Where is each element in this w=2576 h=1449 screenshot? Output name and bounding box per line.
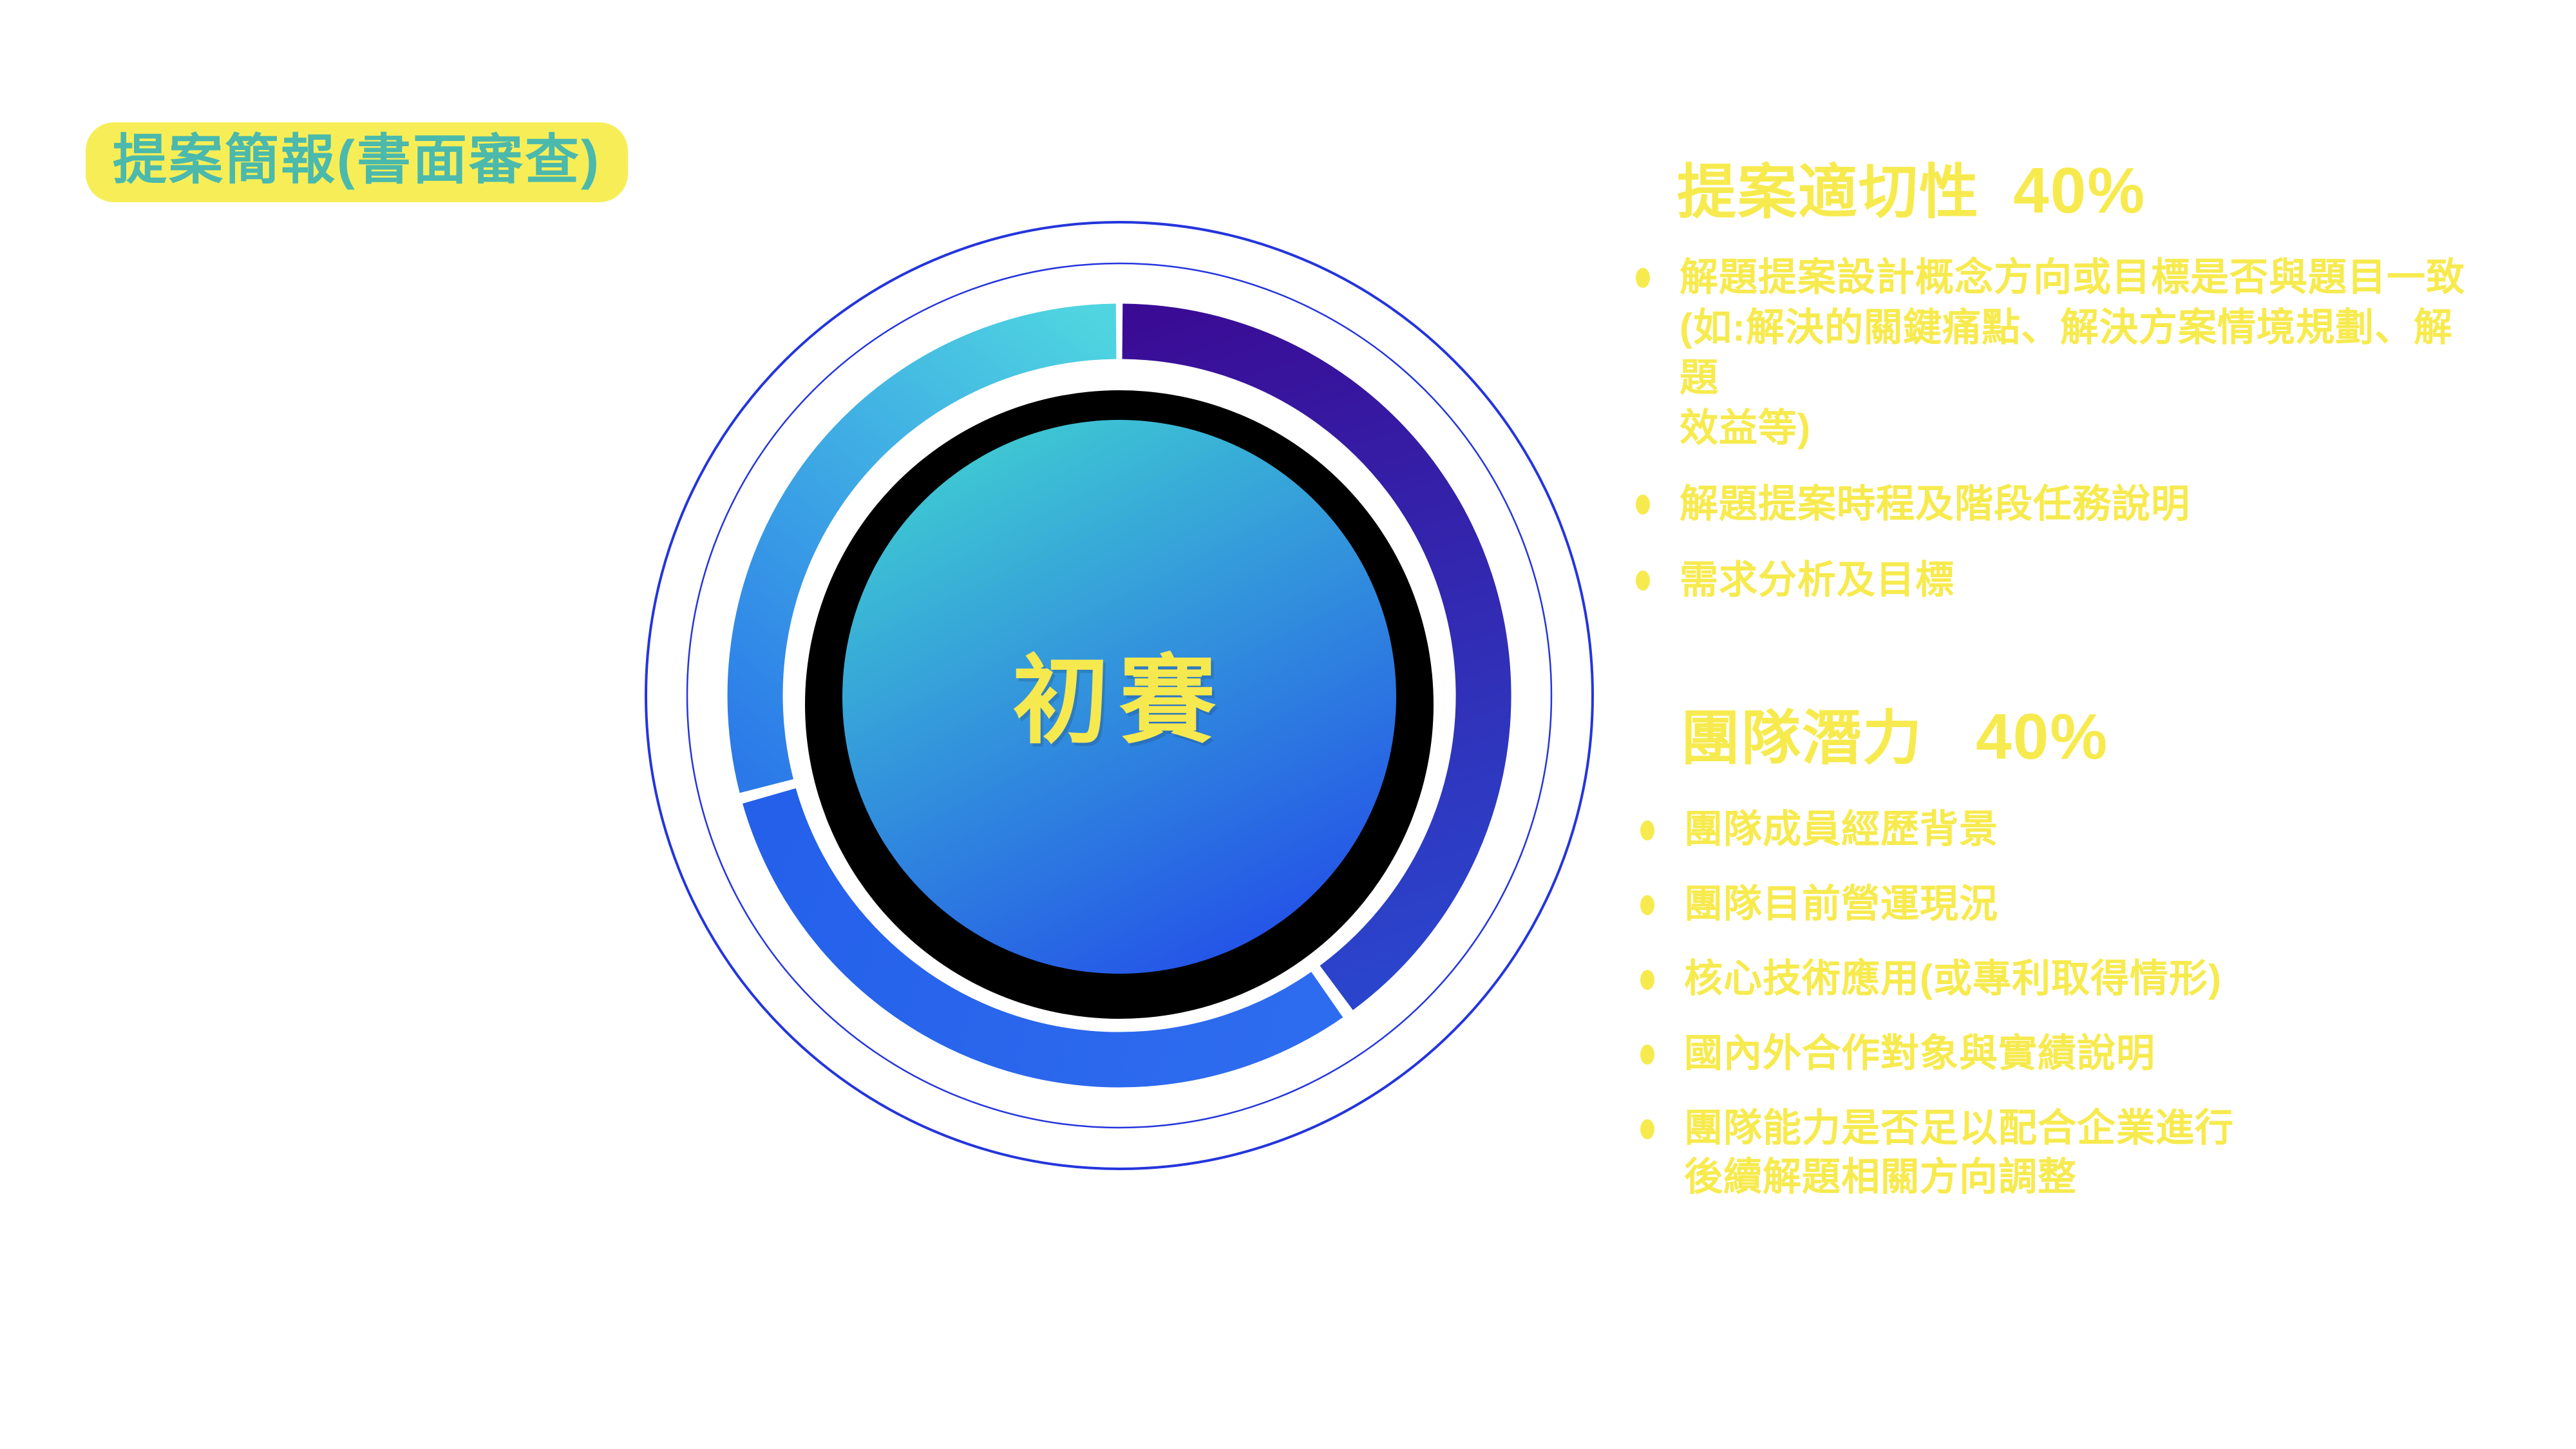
- criterion-item: 需求分析及目標: [1634, 555, 2485, 605]
- criterion-text: 需求分析及目標: [1680, 558, 1955, 601]
- criterion-item: 團隊成員經歷背景: [1639, 805, 2322, 854]
- section-weight: 40%: [1976, 701, 2109, 773]
- criterion-text: 解題提案設計概念方向或目標是否與題目一致 (如:解決的關鍵痛點、解決方案情境規劃…: [1680, 256, 2465, 450]
- bullet-icon: [1640, 970, 1654, 990]
- criterion-text: 團隊成員經歷背景: [1684, 808, 1998, 851]
- proposal-fit-criteria-list: 解題提案設計概念方向或目標是否與題目一致 (如:解決的關鍵痛點、解決方案情境規劃…: [1634, 252, 2485, 631]
- criterion-item: 團隊目前營運現況: [1639, 880, 2322, 929]
- bullet-icon: [1636, 495, 1650, 515]
- bullet-icon: [1636, 268, 1650, 288]
- team-potential-criteria-list: 團隊成員經歷背景團隊目前營運現況核心技術應用(或專利取得情形) 國內外合作對象與實…: [1639, 805, 2322, 1227]
- bullet-icon: [1636, 571, 1650, 591]
- criterion-item: 國內外合作對象與實績說明: [1639, 1029, 2322, 1078]
- stage-label: 初賽: [1012, 646, 1227, 755]
- criterion-item: 解題提案設計概念方向或目標是否與題目一致 (如:解決的關鍵痛點、解決方案情境規劃…: [1634, 252, 2485, 453]
- criterion-item: 團隊能力是否足以配合企業進行 後續解題相關方向調整: [1639, 1104, 2322, 1202]
- section-title: 團隊潛力: [1681, 706, 1924, 772]
- criterion-text: 團隊能力是否足以配合企業進行 後續解題相關方向調整: [1684, 1106, 2234, 1198]
- criterion-text: 核心技術應用(或專利取得情形): [1684, 957, 2222, 1000]
- guide-circle-0: [645, 221, 1594, 1170]
- section-proposal-fit-heading: 提案適切性 40%: [1677, 144, 2146, 230]
- bullet-icon: [1640, 820, 1654, 840]
- section-weight: 40%: [2013, 155, 2146, 227]
- slide-title-badge: 提案簡報(書面審查): [86, 122, 628, 203]
- segment-indigo: [1122, 303, 1511, 1010]
- criterion-item: 解題提案時程及階段任務說明: [1634, 479, 2485, 529]
- bullet-icon: [1640, 895, 1654, 915]
- criterion-text: 團隊目前營運現況: [1684, 882, 1998, 925]
- criterion-item: 核心技術應用(或專利取得情形): [1639, 954, 2322, 1003]
- ring-core: [805, 390, 1434, 1019]
- segment-teal: [727, 303, 1117, 793]
- ring-segments: [727, 303, 1511, 1088]
- segment-blue: [743, 788, 1343, 1088]
- section-team-potential-heading: 團隊潛力 40%: [1681, 690, 2108, 776]
- guide-circles: [645, 221, 1594, 1170]
- criterion-text: 國內外合作對象與實績說明: [1684, 1032, 2155, 1075]
- criterion-text: 解題提案時程及階段任務說明: [1680, 482, 2190, 526]
- section-title: 提案適切性: [1677, 160, 1980, 225]
- bullet-icon: [1640, 1119, 1654, 1139]
- guide-circle-1: [686, 262, 1553, 1129]
- bullet-icon: [1640, 1045, 1654, 1065]
- stage-inner-circle: [842, 420, 1396, 974]
